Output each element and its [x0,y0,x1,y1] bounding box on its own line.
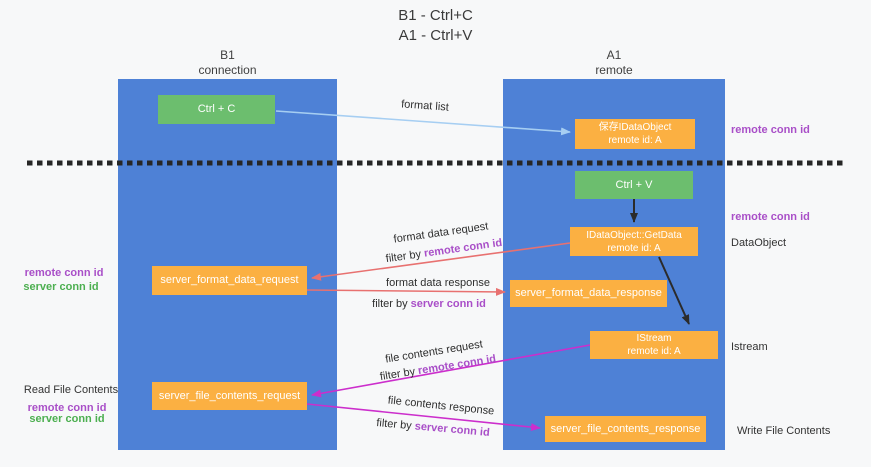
lane-b1-title: B1 [220,48,235,62]
save-idataobject-node: 保存IDataObject remote id: A [575,119,695,149]
right-remote-conn-id-top-label: remote conn id [731,124,810,136]
server-conn-id-text: server conn id [414,420,491,439]
left-bottom-server-conn-id-label: server conn id [29,413,105,425]
format-list-label: format list [400,98,450,114]
remote-conn-id-text: remote conn id [423,236,503,260]
save-idataobject-line2: remote id: A [608,135,662,146]
getdata-line2: remote id: A [607,242,661,254]
server-file-contents-request-label: server_file_contents_request [158,389,301,402]
dataobject-label: DataObject [731,237,787,249]
server-format-data-request-label: server_format_data_request [160,274,299,286]
server-file-contents-request-node: server_file_contents_request [152,382,307,410]
server-format-data-request-node: server_format_data_request [152,266,307,295]
ctrl-c-node: Ctrl + C [158,95,275,124]
server-format-data-response-node: server_format_data_response [510,280,667,307]
lane-a1-subtitle: remote [595,63,633,77]
filter-by-text: filter by [375,417,413,433]
istream-line1: IStream [636,333,672,344]
istream-line2: remote id: A [627,346,681,357]
lane-b1-subtitle: connection [198,63,257,77]
server-conn-id-text: server conn id [410,298,486,310]
right-remote-conn-id-mid-label: remote conn id [731,211,810,223]
ctrl-v-label: Ctrl + V [615,178,653,191]
write-file-contents-label: Write File Contents [737,425,831,437]
server-file-contents-response-node: server_file_contents_response [545,416,706,442]
title-line-2: A1 - Ctrl+V [398,27,473,44]
filter-by-text: filter by [379,365,417,384]
file-contents-response-filter-label: filter by server conn id [376,417,490,439]
idataobject-getdata-node: IDataObject::GetData remote id: A [570,227,698,256]
ctrl-c-label: Ctrl + C [197,103,236,115]
left-remote-conn-id-label: remote conn id [24,267,104,279]
istream-side-label: Istream [731,341,768,353]
save-idataobject-line1: 保存IDataObject [598,122,672,133]
filter-by-text: filter by [372,298,408,310]
ctrl-v-node: Ctrl + V [575,171,693,199]
format-data-response-filter-label: filter by server conn id [372,298,486,310]
format-data-response-label: format data response [386,277,490,289]
file-contents-response-label: file contents response [387,394,495,418]
diagram-title: B1 - Ctrl+C A1 - Ctrl+V [0,6,871,46]
lane-header-a1: A1 remote [503,48,725,78]
read-file-contents-label: Read File Contents [23,384,119,396]
lane-a1-title: A1 [606,48,622,62]
istream-node: IStream remote id: A [590,331,718,359]
server-format-data-response-label: server_format_data_response [515,287,662,299]
getdata-line1: IDataObject::GetData [586,229,682,241]
filter-by-text: filter by [385,248,422,266]
server-file-contents-response-label: server_file_contents_response [550,422,701,435]
left-bottom-remote-conn-id-label: remote conn id [27,402,107,414]
left-server-conn-id-label: server conn id [23,281,99,293]
title-line-1: B1 - Ctrl+C [398,7,473,24]
lane-header-b1: B1 connection [118,48,337,78]
